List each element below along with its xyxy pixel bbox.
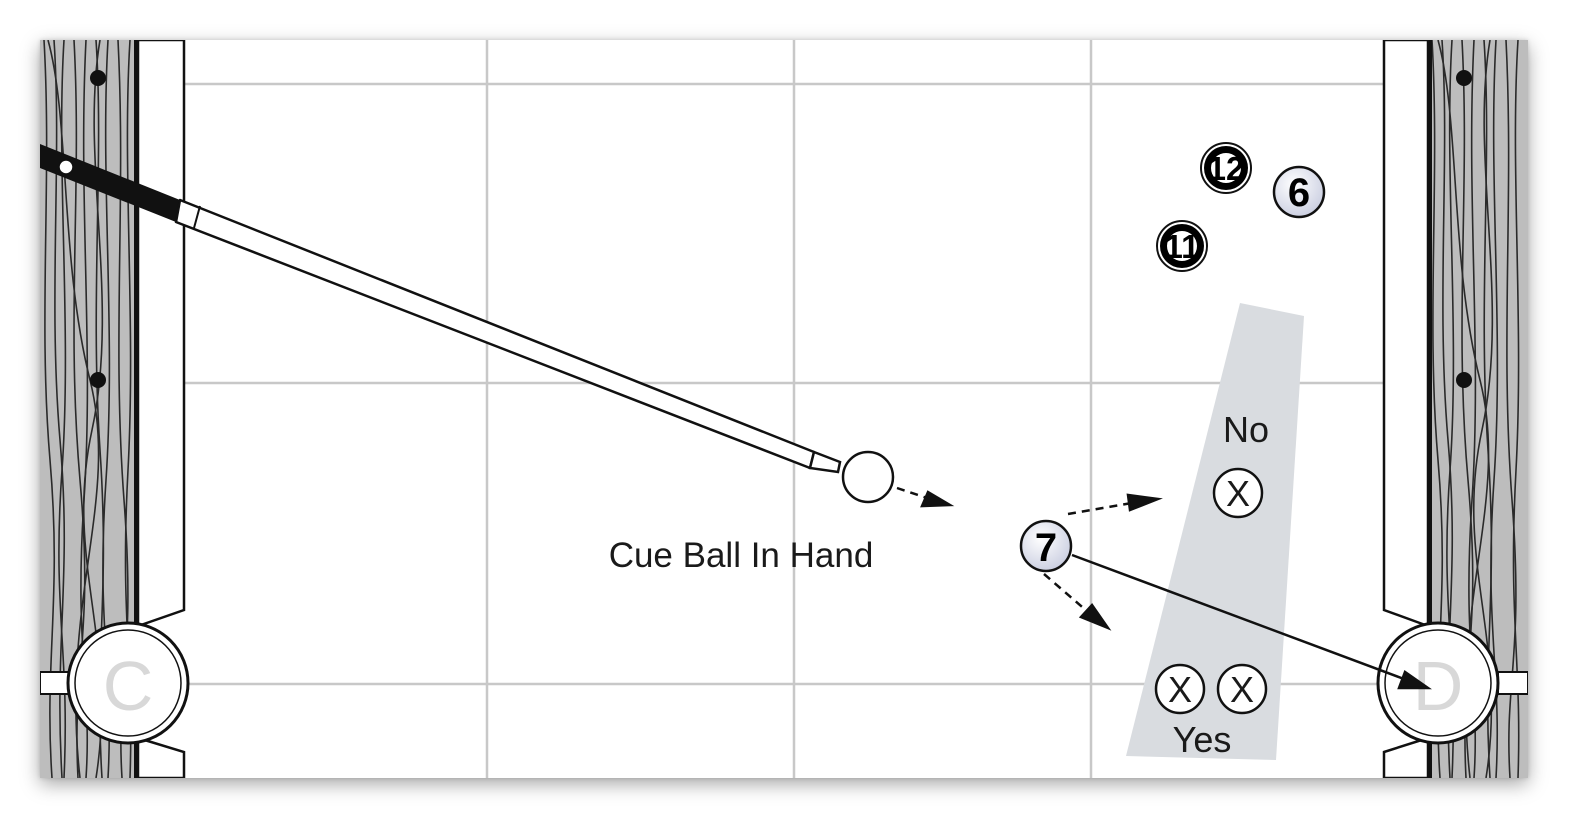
diamond-marker [1456,70,1472,86]
pool-table-diagram: C D 12 6 1 [40,40,1528,778]
left-cushion [136,40,186,778]
diamond-grid [184,40,1384,778]
table-cloth [40,40,1528,778]
x-marker: X [1154,663,1206,715]
ball-12: 12 [1200,142,1252,194]
pocket-label-c: C [103,647,154,725]
zone-label-no: No [1223,409,1269,450]
cue-stick [40,144,842,474]
cue-ball [841,450,895,504]
diamond-marker [90,372,106,388]
ball-number: 12 [1208,150,1245,187]
x-marker: X [1216,663,1268,715]
pocket-c: C [40,621,190,745]
marker-symbol: X [1226,473,1250,514]
shaded-target-zone [1126,303,1304,760]
diamond-marker [1456,372,1472,388]
ball-number: 7 [1035,526,1057,570]
x-marker: X [1212,467,1264,519]
ball-7: 7 [1019,519,1073,573]
ball-number: 11 [1165,228,1200,265]
diamond-marker [90,70,106,86]
ball-11: 11 [1156,220,1208,272]
marker-symbol: X [1230,669,1254,710]
cue-butt-cap [58,159,74,175]
table-canvas: C D 12 6 1 [40,40,1528,778]
pocket-d: D [1376,621,1528,745]
ball-6: 6 [1272,165,1326,219]
caption-cue-ball-in-hand: Cue Ball In Hand [609,536,874,575]
zone-label-yes: Yes [1173,719,1232,760]
ball-number: 6 [1288,171,1310,215]
marker-symbol: X [1168,669,1192,710]
path-arrows [896,486,1432,690]
